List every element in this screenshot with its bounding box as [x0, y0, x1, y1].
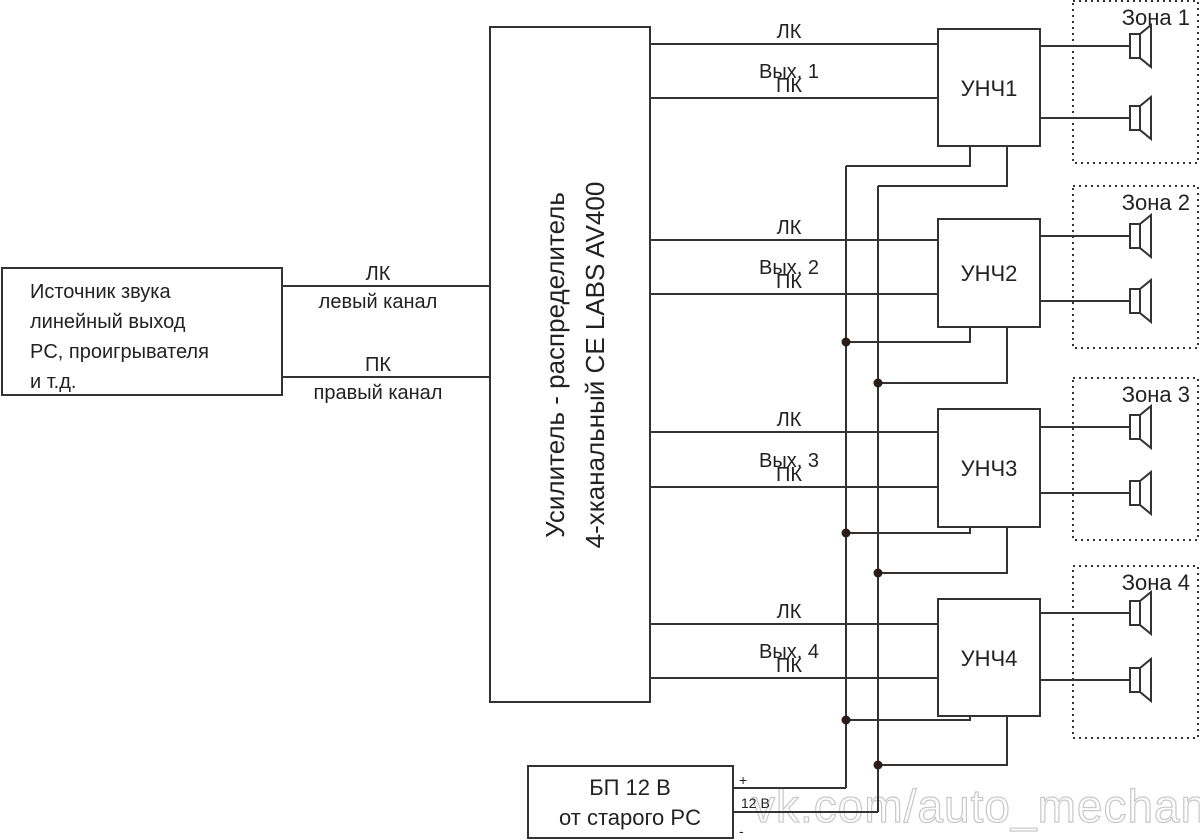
zone-2-label: Зона 2: [1122, 190, 1190, 215]
junction-dot: [841, 528, 851, 538]
amp-1-box: [937, 28, 1041, 147]
amp-4-negative-tap: [878, 716, 1008, 766]
sound-source-block: Источник звука линейный выход PC, проигр…: [1, 267, 283, 396]
psu-line-2: от старого PC: [559, 805, 701, 830]
speaker-icon: [1129, 656, 1152, 704]
output-3-name: Вых. 3: [759, 450, 819, 472]
speaker-icon: [1129, 277, 1152, 325]
source-line-4: и т.д.: [30, 371, 76, 393]
psu-plus-label: +: [739, 772, 747, 788]
amp-2-label: УНЧ2: [961, 261, 1018, 286]
zone-4-group: ЛК Вых. 4ПК УНЧ4 Зона 4: [650, 565, 1199, 770]
speaker-icon: [1129, 22, 1152, 70]
amp-2-positive-tap: [846, 327, 971, 343]
amp-1-label: УНЧ1: [961, 76, 1018, 101]
speaker-icon: [1129, 94, 1152, 142]
psu-voltage-label: 12 В: [741, 795, 770, 811]
output-4-right-label: ПК: [776, 655, 802, 677]
junction-dot: [841, 337, 851, 347]
input-left-label: ЛК: [366, 263, 391, 285]
amp-2-negative-tap: [878, 327, 1008, 384]
speaker-icon: [1129, 403, 1152, 451]
psu-minus-label: -: [739, 823, 744, 839]
zone-4-boundary: [1072, 565, 1199, 739]
output-2-left-label: ЛК: [777, 217, 802, 239]
amp-3-positive-tap: [846, 527, 971, 534]
junction-dot: [873, 378, 883, 388]
output-1-name: Вых. 1: [759, 61, 819, 83]
speaker-icon: [1129, 212, 1152, 260]
junction-dot: [841, 715, 851, 725]
output-4-left-label: ЛК: [777, 601, 802, 623]
amp-3-box: [937, 408, 1041, 528]
zone-2-group: ЛК Вых. 2ПК УНЧ2 Зона 2: [650, 185, 1199, 388]
input-left-desc: левый канал: [319, 291, 438, 313]
output-2-name: Вых. 2: [759, 257, 819, 279]
input-right-label: ПК: [365, 354, 391, 376]
zone-1-label: Зона 1: [1122, 5, 1190, 30]
amp-4-label: УНЧ4: [961, 646, 1018, 671]
output-1-left-label: ЛК: [777, 21, 802, 43]
zone-3-group: ЛК Вых. 3ПК УНЧ3 Зона 3: [650, 377, 1199, 578]
power-rails: [845, 166, 879, 812]
output-3-right-label: ПК: [776, 464, 802, 486]
zone-1-boundary: [1072, 0, 1199, 164]
input-right-desc: правый канал: [314, 382, 443, 404]
power-supply-box: [527, 765, 734, 839]
junction-dot: [873, 568, 883, 578]
psu-line-1: БП 12 В: [589, 775, 671, 800]
speaker-icon: [1129, 589, 1152, 637]
source-line-3: PC, проигрывателя: [30, 341, 209, 363]
amplifier-title-line-1: Усилитель - распределитель: [540, 192, 570, 538]
zone-2-boundary: [1072, 185, 1199, 349]
amplifier-title-line-2: 4-хканальный CE LABS AV400: [580, 182, 610, 549]
source-line-2: линейный выход: [30, 311, 186, 333]
sound-source-box: [1, 267, 283, 396]
zone-1-group: ЛК Вых. 1ПК УНЧ1 Зона 1: [650, 0, 1199, 187]
amp-3-label: УНЧ3: [961, 456, 1018, 481]
amp-1-positive-tap: [846, 146, 971, 167]
amp-4-box: [937, 598, 1041, 717]
amplifier-distributor-block: Усилитель - распределитель 4-хканальный …: [489, 26, 651, 703]
output-2-right-label: ПК: [776, 271, 802, 293]
amp-2-box: [937, 218, 1041, 328]
amplifier-distributor-box: [489, 26, 651, 703]
junction-dot: [873, 760, 883, 770]
amp-4-positive-tap: [846, 716, 971, 721]
amp-1-negative-tap: [878, 146, 1008, 187]
power-supply-block: БП 12 В от старого PC + 12 В -: [527, 765, 878, 839]
input-wires: ЛК левый канал ПК правый канал: [282, 263, 490, 404]
zone-3-label: Зона 3: [1122, 382, 1190, 407]
source-line-1: Источник звука: [30, 281, 171, 303]
speaker-icon: [1129, 469, 1152, 517]
amp-3-negative-tap: [878, 527, 1008, 574]
zone-3-boundary: [1072, 377, 1199, 541]
output-4-name: Вых. 4: [759, 641, 819, 663]
output-3-left-label: ЛК: [777, 409, 802, 431]
zone-4-label: Зона 4: [1122, 570, 1190, 595]
output-1-right-label: ПК: [776, 75, 802, 97]
